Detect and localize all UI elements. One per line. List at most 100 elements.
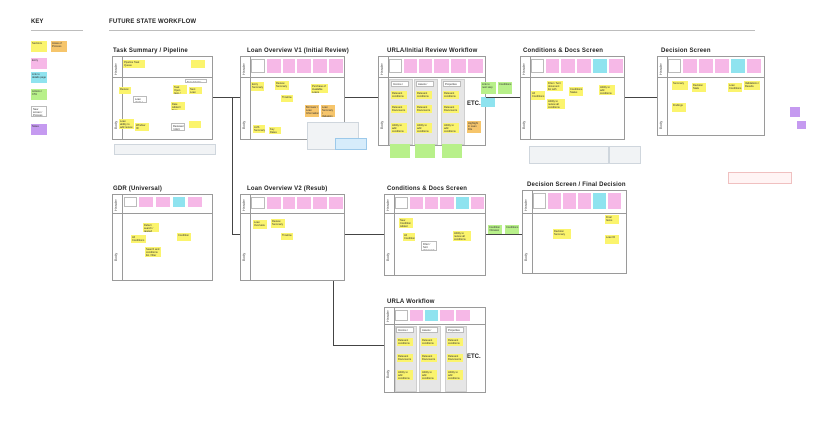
body-label: Body bbox=[524, 252, 528, 261]
sticky-note bbox=[548, 193, 561, 209]
connector-line bbox=[213, 97, 240, 98]
body-label: Body bbox=[386, 369, 390, 378]
connector-line bbox=[486, 234, 522, 235]
sticky-note bbox=[608, 193, 621, 209]
sticky-note: Properties bbox=[446, 327, 464, 333]
sticky-note bbox=[546, 59, 559, 73]
sticky-note bbox=[395, 197, 408, 209]
header-label: Header bbox=[114, 63, 118, 75]
decision-final-frame[interactable]: Header Body Decision Summary Final Items… bbox=[522, 190, 627, 274]
title-rule bbox=[109, 30, 755, 31]
header-label: Header bbox=[659, 63, 663, 75]
sticky-note: Validations / Results bbox=[744, 81, 760, 90]
sticky-note bbox=[683, 59, 697, 73]
gdr-title: GDR (Universal) bbox=[113, 186, 163, 192]
sticky-note: Date Added / Time bbox=[171, 102, 185, 110]
sticky-note bbox=[578, 193, 591, 209]
body-label: Body bbox=[659, 120, 663, 129]
sticky-note bbox=[173, 197, 185, 207]
sticky-note: Relevant conditions bbox=[397, 338, 413, 346]
sticky-note: Relevant conditions bbox=[447, 338, 463, 346]
sticky-note bbox=[297, 197, 311, 209]
sticky-note: All Conditions bbox=[531, 91, 545, 100]
sticky-note: Conditions Status bbox=[569, 87, 583, 96]
body-label: Body bbox=[114, 120, 118, 129]
sticky-note: Conditions bbox=[498, 82, 512, 94]
sticky-note: Properties bbox=[443, 81, 461, 87]
sticky-note: New Condition Added bbox=[399, 218, 413, 228]
connector-line bbox=[232, 97, 233, 234]
sticky-note: Search and conditions list / filter bbox=[145, 247, 161, 257]
urla-workflow-frame[interactable]: Header Body Income / Employment Assets /… bbox=[384, 307, 486, 393]
screenshot-thumbnail bbox=[728, 172, 792, 184]
sticky-note: Loan Summary / Valuation bbox=[321, 105, 335, 117]
sticky-note bbox=[189, 121, 201, 128]
sticky-note: Assets / Liabilities bbox=[420, 327, 438, 333]
sticky-note bbox=[283, 59, 295, 73]
sticky-note bbox=[267, 59, 281, 73]
sticky-note bbox=[699, 59, 713, 73]
gdr-frame[interactable]: Header Body Defect search / tagged All C… bbox=[112, 194, 213, 281]
sticky-note: All Conditions bbox=[403, 233, 415, 241]
sticky-note: Findings bbox=[672, 103, 686, 112]
sticky-note bbox=[456, 197, 469, 209]
sticky-note bbox=[419, 59, 432, 73]
sticky-note bbox=[313, 197, 327, 209]
sticky-note: Filter / Sort document list with search bbox=[547, 81, 563, 91]
conditions-1-frame[interactable]: Header Body All Conditions Filter / Sort… bbox=[520, 56, 625, 140]
sticky-note bbox=[440, 197, 454, 209]
note-sticky bbox=[797, 121, 806, 129]
sticky-note: Timeline bbox=[281, 233, 293, 240]
connector-line bbox=[333, 281, 334, 345]
sticky-note: Decision Summary bbox=[553, 229, 571, 239]
key-item: Areas of Process bbox=[51, 41, 67, 52]
sticky-note bbox=[440, 310, 454, 321]
sticky-note bbox=[329, 59, 343, 73]
header-label: Header bbox=[386, 199, 390, 211]
sticky-note bbox=[410, 310, 423, 321]
sticky-note bbox=[329, 197, 343, 209]
sticky-note bbox=[139, 197, 153, 207]
sticky-note: Ability to add conditions bbox=[599, 85, 615, 95]
sticky-note bbox=[577, 59, 591, 73]
body-label: Body bbox=[380, 120, 384, 129]
sticky-note: Ability to add conditions bbox=[447, 370, 463, 380]
decision-frame[interactable]: Header Body Summary Findings Decision St… bbox=[657, 56, 765, 136]
sticky-note: Loan alerts / views bbox=[133, 96, 147, 103]
task-summary-frame[interactable]: Header Body Pipeline Task Queue Type/pri… bbox=[112, 56, 213, 140]
sticky-note bbox=[563, 193, 576, 209]
loan-v1-frame[interactable]: Header Body Entry Summary Review Summary… bbox=[240, 56, 345, 140]
sticky-note bbox=[389, 59, 402, 73]
sticky-note bbox=[481, 97, 495, 107]
sticky-note bbox=[533, 193, 546, 209]
conditions-2-frame[interactable]: Header Body New Condition Added All Cond… bbox=[384, 194, 486, 276]
connector-line bbox=[345, 234, 384, 235]
sticky-note bbox=[415, 144, 435, 158]
sticky-note bbox=[410, 197, 423, 209]
sticky-note: Relevant conditions bbox=[391, 91, 407, 99]
sticky-note: Type/priority bbox=[185, 79, 207, 83]
sticky-note bbox=[731, 59, 745, 73]
header-label: Header bbox=[242, 199, 246, 211]
sticky-note: Timeline bbox=[281, 95, 293, 102]
sticky-note bbox=[188, 197, 202, 207]
sticky-note bbox=[434, 59, 449, 73]
task-summary-title: Task Summary / Pipeline bbox=[113, 48, 188, 54]
sticky-note bbox=[395, 310, 408, 321]
sticky-note bbox=[451, 59, 466, 73]
sticky-note bbox=[251, 59, 265, 73]
loan-v2-frame[interactable]: Header Body Loan Overview Review Summary… bbox=[240, 194, 345, 281]
sticky-note: Relevant Documents bbox=[416, 105, 432, 113]
sticky-note: Defect search / tagged bbox=[143, 223, 159, 232]
sticky-note bbox=[425, 197, 438, 209]
header-label: Header bbox=[522, 63, 526, 75]
sticky-note bbox=[267, 197, 281, 209]
body-label: Body bbox=[522, 120, 526, 129]
header-label: Header bbox=[114, 199, 118, 211]
header-label: Header bbox=[242, 63, 246, 75]
sticky-note: Loan Conditions bbox=[728, 83, 742, 92]
sticky-note: Ability to add conditions bbox=[391, 123, 407, 133]
sticky-note bbox=[390, 144, 410, 158]
conditions-2-title: Conditions & Docs Screen bbox=[387, 186, 468, 192]
key-rule bbox=[31, 30, 83, 31]
